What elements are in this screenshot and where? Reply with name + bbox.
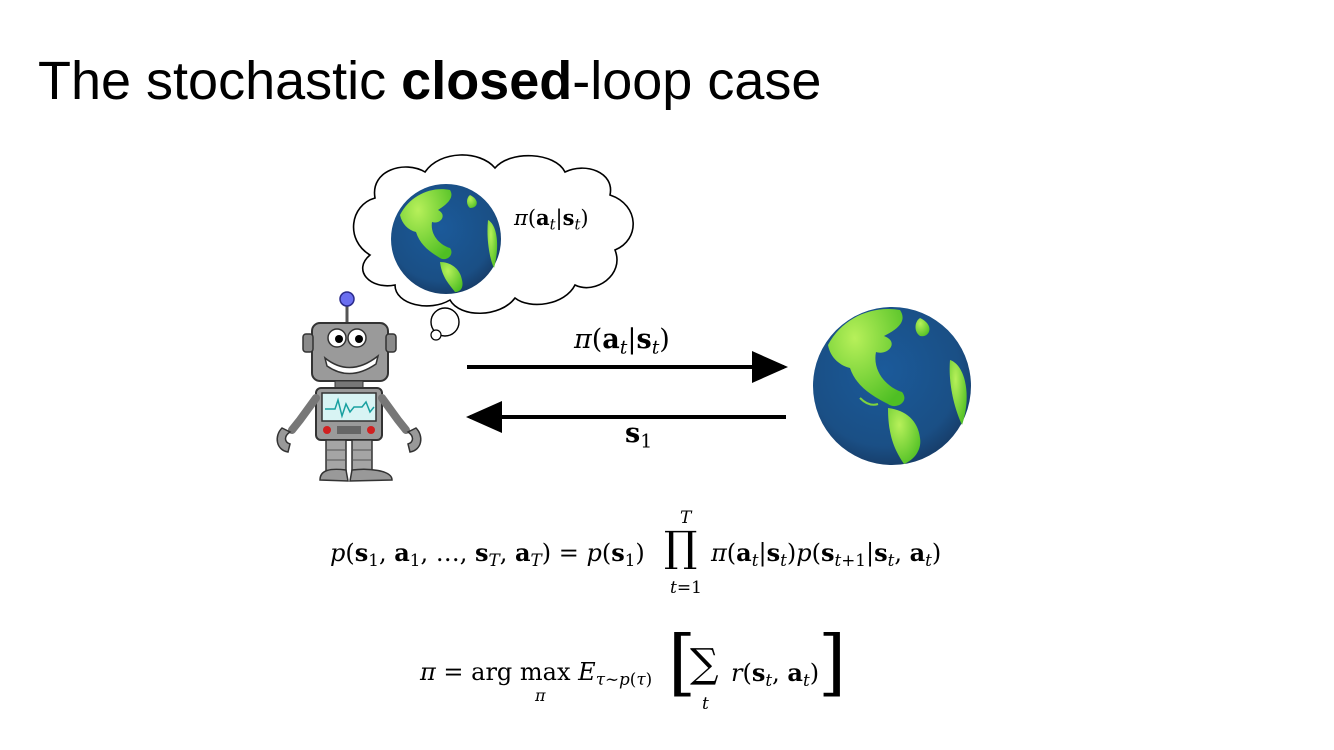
robot-icon [276,291,422,482]
sum-subscript: t [702,694,709,714]
product-upper-limit: T [680,508,692,528]
globe-icon [391,184,501,294]
slide-title: The stochastic closed-loop case [38,51,822,111]
product-symbol: ∏ [664,522,698,571]
argmax-subscript: π [535,686,546,705]
sum-symbol: ∑ [690,641,719,687]
right-bracket: ] [818,620,847,704]
product-lower-limit: t=1 [670,578,702,598]
thought-label: π(at|st) [514,205,589,234]
objective-equation: π = arg max Eτ∼p(τ) [420,658,653,690]
state-label: s1 [625,418,653,453]
joint-equation: p(s1, a1, …, sT, aT) = p(s1) [330,538,645,571]
action-label: π(at|st) [574,324,670,359]
joint-equation-rhs: π(at|st)p(st+1|st, at) [711,538,942,571]
globe-icon [813,307,971,465]
left-bracket: [ [668,620,697,704]
reward-term: r(st, at) [731,658,820,691]
